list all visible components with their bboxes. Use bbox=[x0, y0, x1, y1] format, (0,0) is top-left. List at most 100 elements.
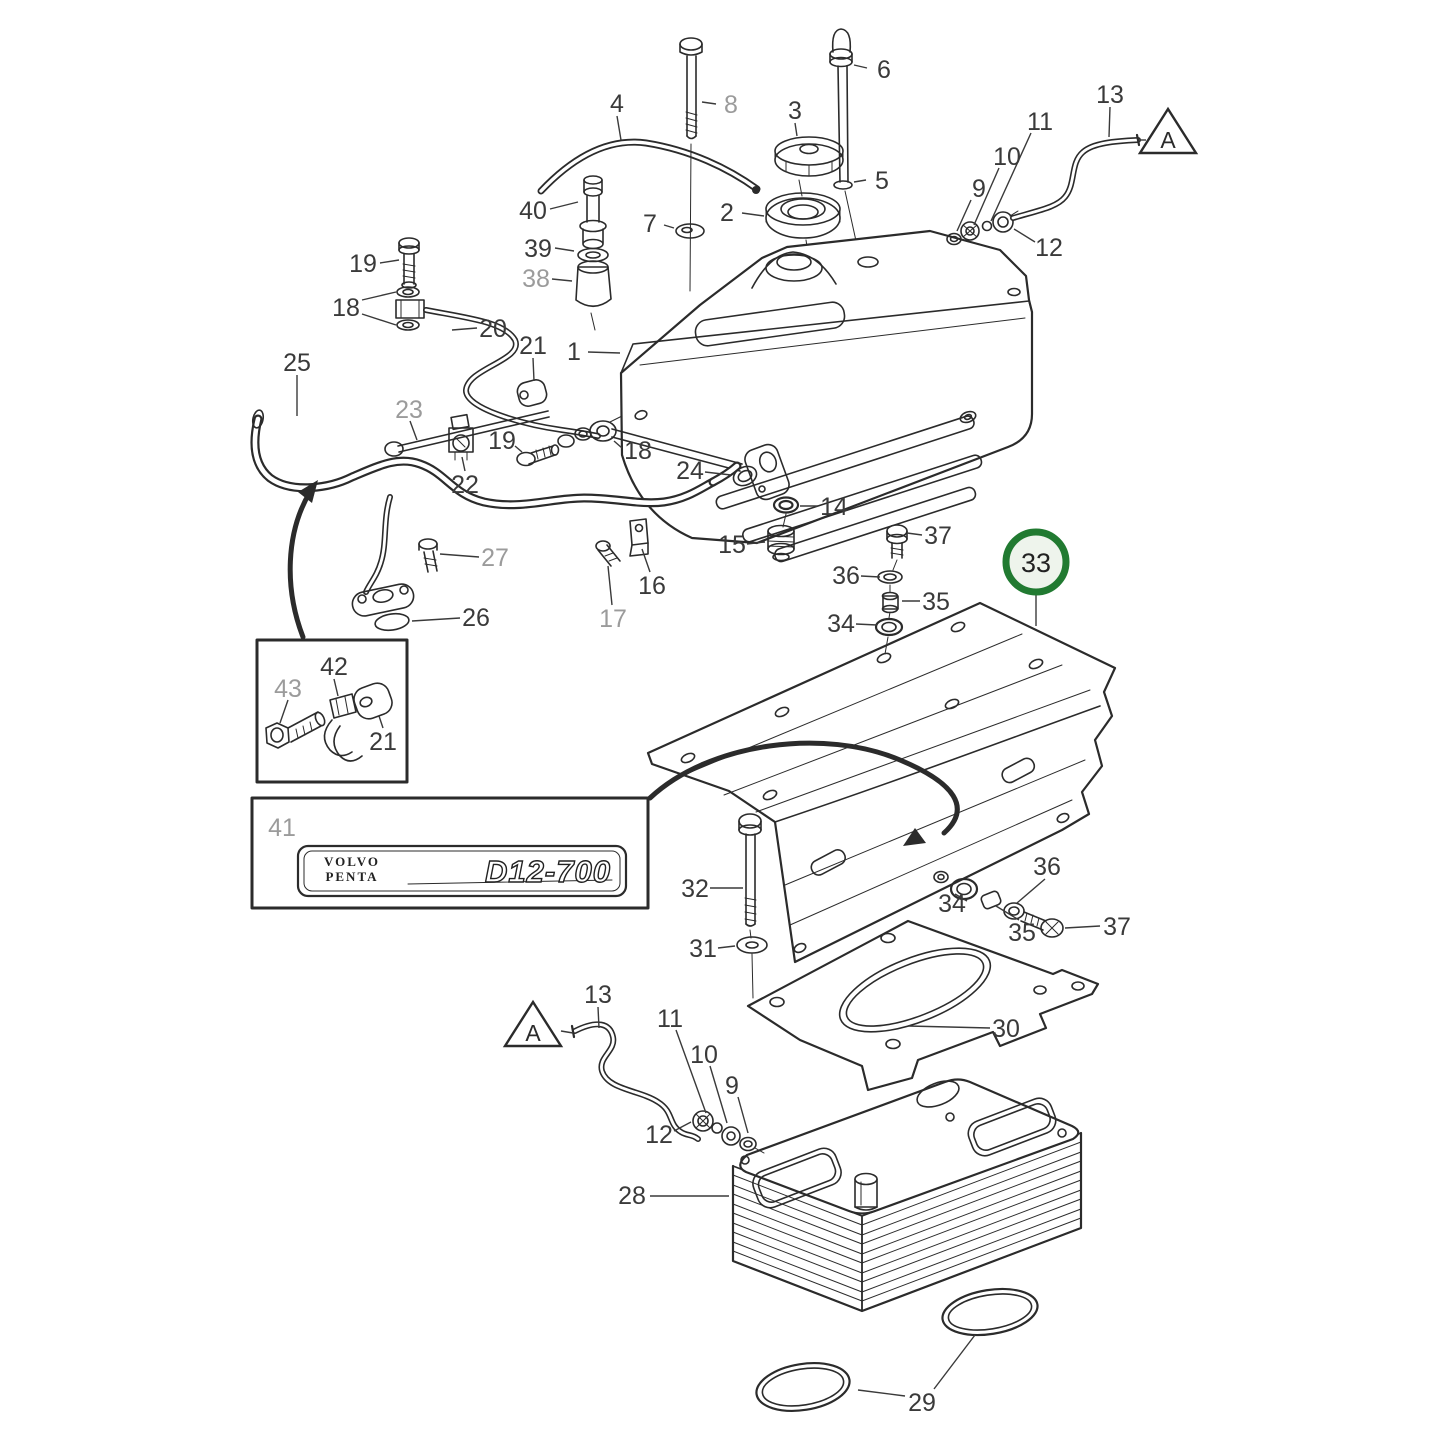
part-label-27: 27 bbox=[481, 544, 509, 572]
leader-line-19 bbox=[514, 445, 523, 453]
part-label-17: 17 bbox=[599, 605, 627, 633]
leader-line-42 bbox=[333, 678, 339, 697]
washer-18c bbox=[557, 434, 575, 448]
part-label-37: 37 bbox=[924, 522, 952, 550]
leader-line-11 bbox=[990, 132, 1032, 222]
leader-line-36 bbox=[860, 575, 881, 578]
leader-line-35 bbox=[995, 905, 1020, 921]
part-label-8: 8 bbox=[724, 91, 738, 119]
highlight-ring bbox=[1002, 528, 1070, 596]
elbow-18 bbox=[589, 420, 617, 442]
badge-brand-line1: VOLVO bbox=[324, 854, 380, 869]
badge-text: VOLVO PENTA D12-700 bbox=[324, 853, 611, 889]
vent-assembly-40-39-38 bbox=[575, 175, 612, 331]
part-label-21: 21 bbox=[369, 728, 397, 756]
view-marker-triangle bbox=[502, 999, 564, 1048]
nut-10b bbox=[721, 1126, 741, 1146]
inset-clamp-box bbox=[255, 638, 409, 784]
branch-pipe-26-27 bbox=[351, 494, 438, 632]
part-label-36: 36 bbox=[832, 562, 860, 590]
part-label-19: 19 bbox=[488, 427, 516, 455]
fitting-12 bbox=[992, 211, 1014, 233]
part-label-9: 9 bbox=[725, 1072, 739, 1100]
leader-line-13 bbox=[1108, 106, 1111, 138]
part-label-16: 16 bbox=[638, 572, 666, 600]
badge-box-41 bbox=[250, 796, 650, 910]
leader-line-20 bbox=[451, 327, 478, 331]
leader-line-6 bbox=[853, 64, 868, 69]
washer-18a bbox=[396, 286, 420, 298]
washer-5 bbox=[833, 180, 853, 190]
leader-line-18 bbox=[361, 291, 397, 301]
leader-line-29 bbox=[857, 1389, 906, 1397]
part-label-20: 20 bbox=[479, 315, 507, 343]
leader-line-22 bbox=[461, 456, 466, 472]
leader-line-29 bbox=[933, 1334, 976, 1390]
part-label-10: 10 bbox=[690, 1041, 718, 1069]
part-label-5: 5 bbox=[875, 167, 889, 195]
part-label-28: 28 bbox=[618, 1182, 646, 1210]
leader-line-10 bbox=[973, 167, 1000, 226]
spacer-35b bbox=[980, 890, 1002, 910]
leader-line-3 bbox=[794, 122, 798, 137]
part-label-15: 15 bbox=[718, 531, 746, 559]
o-ring-26 bbox=[374, 612, 410, 632]
part-label-29: 29 bbox=[908, 1389, 936, 1417]
part-label-24: 24 bbox=[676, 457, 704, 485]
washer-36 bbox=[877, 570, 903, 584]
hose-13-top bbox=[1010, 137, 1141, 221]
washer-9b bbox=[739, 1136, 757, 1152]
bolt-8 bbox=[679, 37, 703, 292]
leader-line-23 bbox=[409, 420, 418, 441]
washer-18b bbox=[396, 319, 420, 331]
part-label-38: 38 bbox=[522, 265, 550, 293]
leader-line-21 bbox=[532, 357, 535, 382]
badge-plate bbox=[296, 844, 628, 898]
part-label-37: 37 bbox=[1103, 913, 1131, 941]
leader-lines bbox=[279, 64, 1111, 1397]
nut-10 bbox=[960, 221, 980, 241]
part-label-18: 18 bbox=[624, 437, 652, 465]
ball-11 bbox=[981, 220, 993, 232]
part-label-23: 23 bbox=[395, 396, 423, 424]
leader-line-34 bbox=[855, 623, 878, 626]
leader-line-15 bbox=[746, 541, 766, 545]
expansion-tank-1 bbox=[619, 229, 1034, 563]
leader-line-11 bbox=[675, 1029, 707, 1114]
leader-line-16 bbox=[641, 548, 651, 573]
pipe-23-group bbox=[384, 379, 623, 467]
part-label-21: 21 bbox=[519, 332, 547, 360]
leader-line-34 bbox=[954, 893, 968, 902]
leader-line-37 bbox=[906, 532, 923, 536]
highlighted-callout: 33 bbox=[1002, 528, 1070, 626]
elbow-fitting bbox=[395, 299, 425, 319]
part-label-33: 33 bbox=[1021, 548, 1051, 578]
reference-markers: AA bbox=[502, 106, 1199, 1048]
part-label-2: 2 bbox=[720, 199, 734, 227]
part-label-6: 6 bbox=[877, 56, 891, 84]
part-label-42: 42 bbox=[320, 653, 348, 681]
leader-line-43 bbox=[279, 699, 289, 724]
clamp-22 bbox=[450, 413, 470, 431]
part-label-12: 12 bbox=[1035, 234, 1063, 262]
cup-38 bbox=[575, 266, 612, 308]
leader-line-19 bbox=[379, 259, 400, 264]
leader-line-5 bbox=[853, 179, 867, 183]
part-label-7: 7 bbox=[643, 210, 657, 238]
drain-parts bbox=[595, 496, 800, 567]
marker-tie-line bbox=[560, 1030, 574, 1034]
arrow-to-hose bbox=[287, 480, 318, 640]
part-label-30: 30 bbox=[992, 1015, 1020, 1043]
part-label-12: 12 bbox=[645, 1121, 673, 1149]
hose-13-bottom bbox=[570, 1021, 765, 1154]
bolt-17 bbox=[595, 540, 611, 552]
part-label-25: 25 bbox=[283, 349, 311, 377]
part-label-4: 4 bbox=[610, 90, 624, 118]
part-label-11: 11 bbox=[657, 1005, 683, 1033]
washer-7 bbox=[675, 223, 705, 239]
leader-line-12 bbox=[1013, 228, 1036, 243]
part-label-13: 13 bbox=[1096, 81, 1124, 109]
